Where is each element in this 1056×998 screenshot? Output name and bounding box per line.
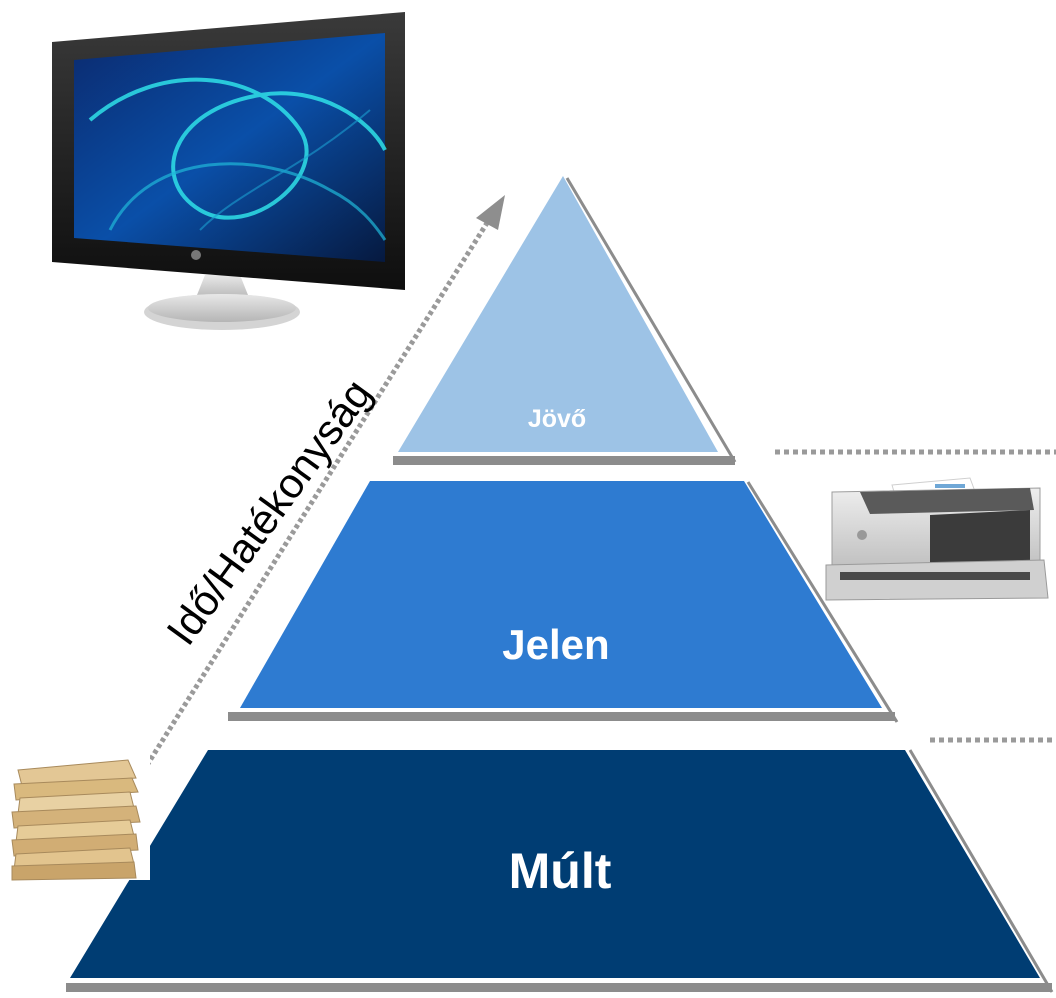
document-scanner-icon <box>825 477 1049 601</box>
pyramid-tier-middle: Jelen <box>228 481 899 723</box>
tier-shape-future <box>398 176 718 452</box>
tier-shape-past <box>70 750 1040 978</box>
tier-label-past: Múlt <box>509 843 612 899</box>
paper-stack-icon <box>11 751 150 881</box>
tier-label-present: Jelen <box>502 621 609 668</box>
computer-monitor-icon <box>52 12 405 330</box>
pyramid-tier-top: Jövő <box>393 176 737 465</box>
pyramid-tier-bottom: Múlt <box>66 749 1054 993</box>
tier-shape-present <box>240 481 882 708</box>
tier-label-future: Jövő <box>528 405 586 433</box>
